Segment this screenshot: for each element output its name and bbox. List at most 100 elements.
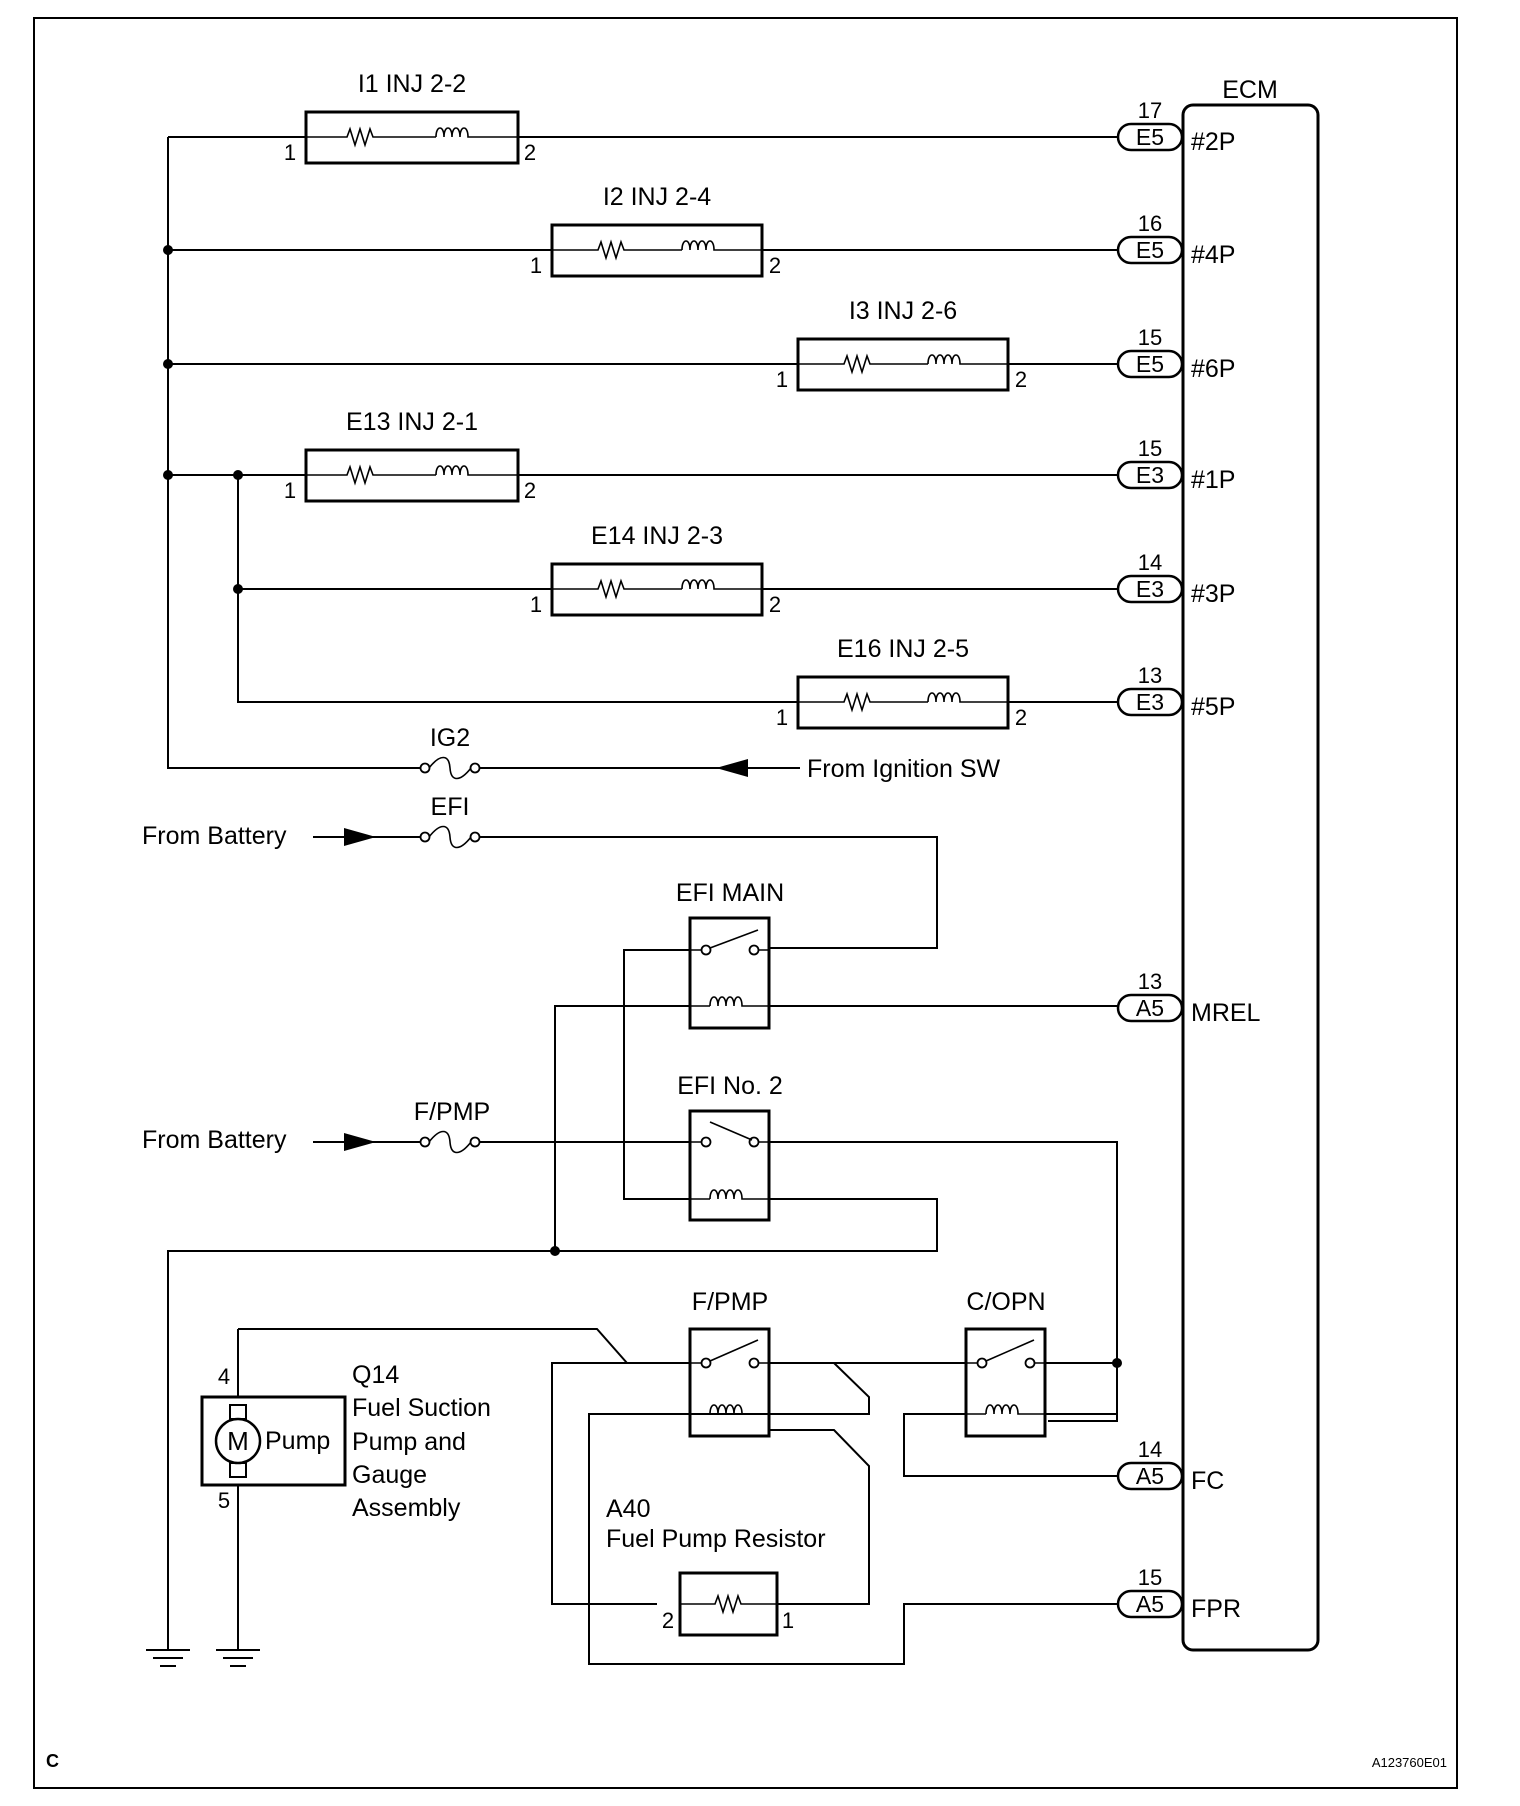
injector-i3-pin-in: 1 [776,367,788,392]
terminal-2p-signal: #2P [1191,128,1235,156]
resistor-id: A40 [606,1495,650,1523]
pump-id: Q14 [352,1361,399,1389]
injector-i1-label: I1 INJ 2-2 [358,70,466,98]
injector-e14-label: E14 INJ 2-3 [591,522,723,550]
terminal-fpr-pin: 15 [1138,1565,1162,1590]
terminal-fc-pin: 14 [1138,1437,1162,1462]
pump-pin-top: 4 [218,1364,230,1389]
injector-e16-label: E16 INJ 2-5 [837,635,969,663]
injector-e14: E14 INJ 2-3 1 2 [530,522,781,617]
injector-e14-pin-in: 1 [530,592,542,617]
injector-e13-label: E13 INJ 2-1 [346,408,478,436]
ecm-terminal-5p: E3 13 #5P [1116,663,1235,721]
terminal-1p-signal: #1P [1191,466,1235,494]
terminal-mrel-pin: 13 [1138,969,1162,994]
terminal-5p-pin: 13 [1138,663,1162,688]
injector-i1-pin-out: 2 [524,140,536,165]
fpmp-fuse: F/PMP [414,1098,490,1154]
ig2-fuse-label: IG2 [430,724,470,752]
terminal-6p-pin: 15 [1138,325,1162,350]
battery-arrow-icon-1 [344,828,376,846]
ecm-terminal-4p: E5 16 #4P [1116,211,1235,269]
terminal-4p-pin: 16 [1138,211,1162,236]
injector-i3-label: I3 INJ 2-6 [849,297,957,325]
fpmp-fuse-label: F/PMP [414,1098,490,1126]
battery-source-label-1: From Battery [142,822,287,850]
resistor-pin-right: 1 [782,1608,794,1633]
terminal-4p-signal: #4P [1191,241,1235,269]
figure-code: A123760E01 [1372,1755,1447,1770]
injector-i1-pin-in: 1 [284,140,296,165]
injector-wiring [163,136,1118,769]
injector-i1: I1 INJ 2-2 1 2 [284,70,536,165]
injector-i3: I3 INJ 2-6 1 2 [776,297,1027,392]
terminal-1p-pin: 15 [1138,436,1162,461]
pump-motor-symbol: M [227,1426,249,1456]
terminal-fpr-signal: FPR [1191,1595,1241,1623]
ecm-terminal-6p: E5 15 #6P [1116,325,1235,383]
terminal-5p-connector: E3 [1136,689,1164,715]
pump-name-line4: Assembly [352,1494,461,1522]
battery-arrow-icon-2 [344,1133,376,1151]
terminal-3p-pin: 14 [1138,550,1162,575]
ecm-terminal-fpr: A5 15 FPR [1116,1565,1241,1623]
ecm-terminal-fc: A5 14 FC [1116,1437,1224,1495]
terminal-4p-connector: E5 [1136,237,1164,263]
resistor-name: Fuel Pump Resistor [606,1525,826,1553]
fuel-pump-resistor: A40 Fuel Pump Resistor 2 1 [606,1495,826,1637]
injector-i2-label: I2 INJ 2-4 [603,183,711,211]
terminal-mrel-connector: A5 [1136,995,1164,1021]
pump-name-line3: Gauge [352,1461,427,1489]
terminal-2p-connector: E5 [1136,124,1164,150]
injector-i3-pin-out: 2 [1015,367,1027,392]
injector-i2: I2 INJ 2-4 1 2 [530,183,781,278]
terminal-2p-pin: 17 [1138,98,1162,123]
injector-e16-pin-out: 2 [1015,705,1027,730]
terminal-fc-signal: FC [1191,1467,1224,1495]
corner-letter: C [46,1751,59,1771]
ecm-terminal-mrel: A5 13 MREL [1116,969,1261,1027]
ig2-fuse: IG2 [419,724,481,780]
ecm-label: ECM [1222,76,1278,104]
ecm-terminal-2p: E5 17 #2P [1116,98,1235,156]
ecm-terminal-1p: E3 15 #1P [1116,436,1235,494]
efi-fuse-label: EFI [431,793,470,821]
injector-i2-pin-out: 2 [769,253,781,278]
fuel-pump-assembly: M Pump 4 5 Q14 Fuel Suction Pump and Gau… [200,1328,628,1640]
injector-e16-pin-in: 1 [776,705,788,730]
injector-e13-pin-out: 2 [524,478,536,503]
pump-pin-bottom: 5 [218,1488,230,1513]
terminal-3p-connector: E3 [1136,576,1164,602]
ecm-block: ECM [1181,76,1320,1652]
injector-e13: E13 INJ 2-1 1 2 [284,408,536,503]
efi-main-relay-label: EFI MAIN [676,879,784,907]
terminal-6p-signal: #6P [1191,355,1235,383]
efi-main-relay: EFI MAIN [676,879,784,1030]
terminal-fc-connector: A5 [1136,1463,1164,1489]
terminal-3p-signal: #3P [1191,580,1235,608]
efi-no2-relay-label: EFI No. 2 [677,1072,783,1100]
terminal-1p-connector: E3 [1136,462,1164,488]
injector-e13-pin-in: 1 [284,478,296,503]
terminal-fpr-connector: A5 [1136,1591,1164,1617]
resistor-pin-left: 2 [662,1608,674,1633]
ground-icon-2 [216,1640,260,1667]
efi-no2-relay: EFI No. 2 [677,1072,783,1222]
injector-e14-pin-out: 2 [769,592,781,617]
terminal-mrel-signal: MREL [1191,999,1261,1027]
terminal-6p-connector: E5 [1136,351,1164,377]
fpmp-relay: F/PMP [688,1288,771,1438]
efi-fuse: EFI [419,793,481,849]
terminal-5p-signal: #5P [1191,693,1235,721]
ignition-source-label: From Ignition SW [807,755,1001,783]
copn-relay: C/OPN [964,1288,1047,1438]
copn-relay-label: C/OPN [966,1288,1045,1316]
injector-i2-pin-in: 1 [530,253,542,278]
fpmp-relay-label: F/PMP [692,1288,768,1316]
pump-name-line2: Pump and [352,1428,466,1456]
pump-motor-label: Pump [265,1427,330,1455]
pump-name-line1: Fuel Suction [352,1394,491,1422]
diagram-frame [33,17,1458,1789]
injector-e16: E16 INJ 2-5 1 2 [776,635,1027,730]
ground-icon-1 [146,1640,190,1667]
